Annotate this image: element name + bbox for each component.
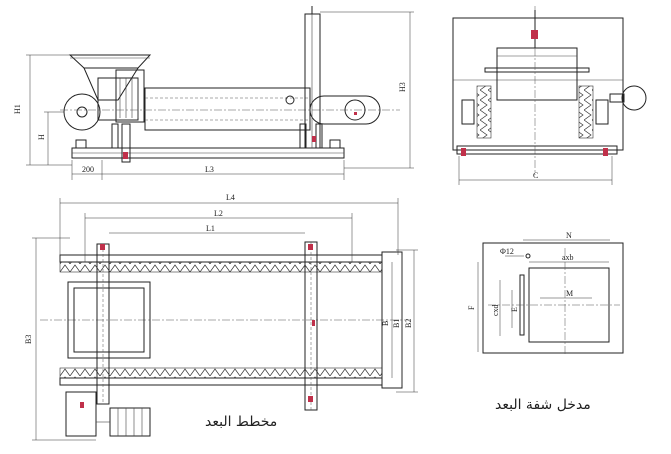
dim-h3: H3 (398, 82, 407, 92)
dim-b1: B1 (392, 319, 401, 328)
dim-l3: L3 (205, 165, 214, 174)
inlet-caption: مدخل شفة البعد (495, 397, 591, 413)
dim-m: M (566, 289, 573, 298)
end-view: C (452, 6, 647, 185)
dim-cxd: cxd (491, 304, 500, 316)
dim-f: F (467, 305, 476, 310)
side-view: H1 H H3 200 L3 (13, 6, 414, 180)
dim-b2: B2 (404, 319, 413, 328)
dim-l1: L1 (206, 224, 215, 233)
dim-l2: L2 (214, 209, 223, 218)
dim-n: N (566, 231, 572, 240)
plan-caption: مخطط البعد (205, 414, 277, 430)
dim-l4: L4 (226, 193, 235, 202)
plan-view: L4 L2 L1 B3 B B1 B2 مخطط البعد (24, 193, 418, 441)
inlet-detail: Φ12 N axb M F cxd E مدخل شفة البعد (467, 231, 624, 413)
dim-h: H (37, 134, 46, 140)
dim-b: B (381, 321, 390, 326)
dim-c: C (533, 171, 538, 180)
dim-b3: B3 (24, 335, 33, 344)
dim-e: E (510, 307, 519, 312)
dim-200: 200 (82, 165, 94, 174)
dim-axb: axb (562, 253, 574, 262)
dim-phi12: Φ12 (500, 247, 514, 256)
dim-h1: H1 (13, 104, 22, 114)
